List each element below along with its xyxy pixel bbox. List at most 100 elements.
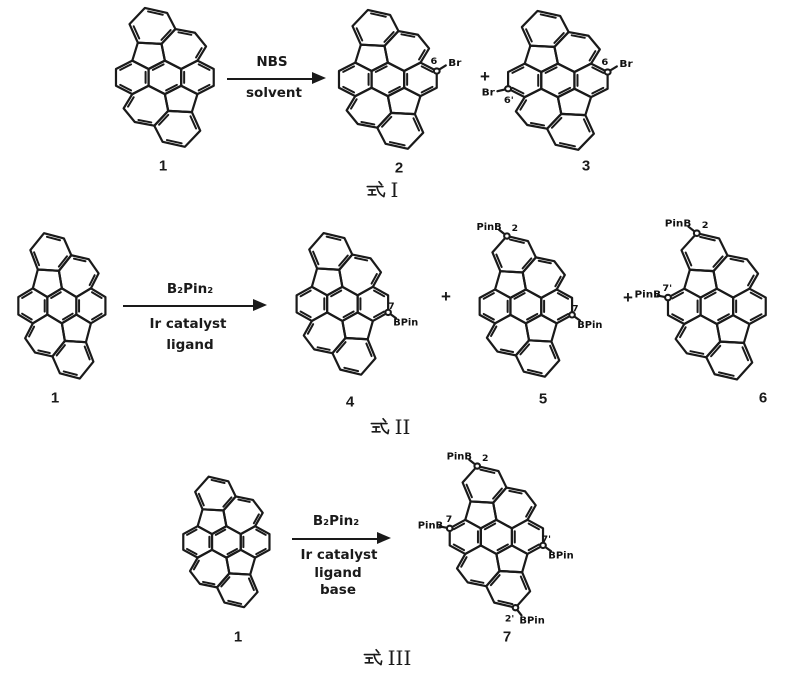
double-bond-line	[161, 30, 170, 40]
double-bond-line	[256, 530, 266, 535]
double-bond-line	[467, 485, 472, 498]
double-bond-line	[343, 66, 354, 72]
ring-skeleton	[508, 11, 608, 150]
double-bond-line	[705, 293, 716, 299]
double-bond-line	[484, 314, 494, 320]
double-bond-line	[190, 116, 196, 128]
condition-below-arrow: solvent	[246, 85, 302, 101]
double-bond-line	[22, 292, 32, 298]
double-bond-line	[529, 524, 539, 530]
double-bond-line	[555, 277, 560, 286]
double-bond-line	[159, 115, 168, 125]
molecule-2-product: Br6	[333, 5, 462, 155]
substituent-group-label: Br	[448, 59, 461, 69]
condition-catalyst: Ir catalyst	[149, 316, 227, 332]
double-bond-line	[592, 88, 603, 94]
double-bond-line	[339, 256, 348, 266]
compound-number-5: 5	[538, 390, 548, 408]
double-bond-line	[558, 314, 568, 320]
double-bond-line	[531, 123, 544, 125]
double-bond-line	[212, 480, 225, 483]
ring	[706, 342, 752, 380]
compound-number-1: 1	[158, 157, 168, 175]
ring	[516, 340, 559, 376]
double-bond-line	[523, 258, 532, 268]
double-bond-line	[196, 48, 202, 57]
reaction-arrow	[292, 532, 391, 545]
double-bond-line	[539, 261, 551, 264]
double-bond-line	[327, 237, 341, 240]
double-bond-line	[521, 577, 526, 590]
scheme-label-formula-III: III	[363, 646, 412, 670]
double-bond-line	[374, 312, 384, 318]
double-bond-line	[47, 237, 60, 240]
substituent-group-label: BPin	[577, 320, 602, 331]
attachment-circle-marker	[474, 463, 480, 468]
double-bond-line	[29, 327, 34, 337]
condition-catalyst: Ir catalyst	[300, 547, 378, 563]
double-bond-line	[256, 549, 266, 554]
double-bond-line	[389, 87, 400, 93]
ring-skeleton	[18, 233, 105, 378]
double-bond-line	[751, 293, 762, 299]
molecule-1-reactant	[110, 3, 220, 153]
substituent-group-label: BPin	[519, 616, 544, 627]
double-bond-line	[498, 601, 512, 604]
double-bond-line	[680, 327, 686, 337]
double-bond-line	[590, 51, 596, 60]
position-number-label: 7'	[542, 535, 551, 545]
double-bond-line	[711, 346, 720, 356]
double-bond-line	[592, 67, 603, 73]
double-bond-line	[199, 64, 210, 70]
double-bond-line	[166, 85, 177, 91]
reagent-above-arrow: B₂Pin₂	[166, 281, 214, 297]
double-bond-line	[90, 275, 95, 285]
double-bond-line	[559, 88, 570, 94]
condition-ligand: ligand	[314, 565, 362, 581]
double-bond-line	[238, 500, 249, 502]
double-bond-line	[480, 470, 494, 473]
double-bond-line	[22, 314, 32, 320]
double-bond-line	[751, 314, 762, 320]
compound-number-1: 1	[50, 389, 60, 407]
double-bond-line	[730, 259, 743, 262]
ring	[558, 89, 591, 115]
double-bond-line	[554, 33, 563, 43]
compound-number-2: 2	[394, 159, 404, 177]
double-bond-line	[512, 88, 523, 94]
ring-skeleton	[297, 233, 389, 375]
double-bond-line	[344, 368, 358, 371]
scheme-numeral: III	[387, 646, 412, 670]
double-bond-line	[686, 252, 692, 265]
ring	[132, 43, 165, 69]
double-bond-line	[63, 314, 73, 320]
position-number-label: 6	[601, 58, 608, 68]
ring-skeleton	[668, 233, 766, 379]
position-number-label: 7'	[662, 283, 672, 294]
compound-number-4: 4	[345, 393, 355, 411]
ring	[355, 45, 388, 71]
double-bond-line	[718, 314, 729, 320]
double-bond-line	[34, 252, 39, 265]
double-bond-line	[390, 142, 405, 145]
double-bond-line	[520, 100, 526, 109]
attachment-circle-marker	[540, 543, 546, 548]
ring	[486, 571, 530, 608]
double-bond-line	[485, 524, 495, 530]
double-bond-line	[59, 256, 67, 266]
ring	[332, 338, 375, 375]
ring	[154, 111, 200, 147]
scheme-label-formula-I: I	[366, 178, 398, 202]
ring	[487, 315, 529, 356]
double-bond-line	[528, 370, 542, 373]
double-bond-line	[301, 312, 311, 318]
double-bond-line	[128, 97, 134, 106]
double-bond-line	[454, 545, 464, 551]
double-bond-line	[471, 580, 483, 583]
double-bond-line	[187, 530, 197, 535]
double-bond-line	[38, 350, 49, 353]
ring	[342, 312, 373, 339]
